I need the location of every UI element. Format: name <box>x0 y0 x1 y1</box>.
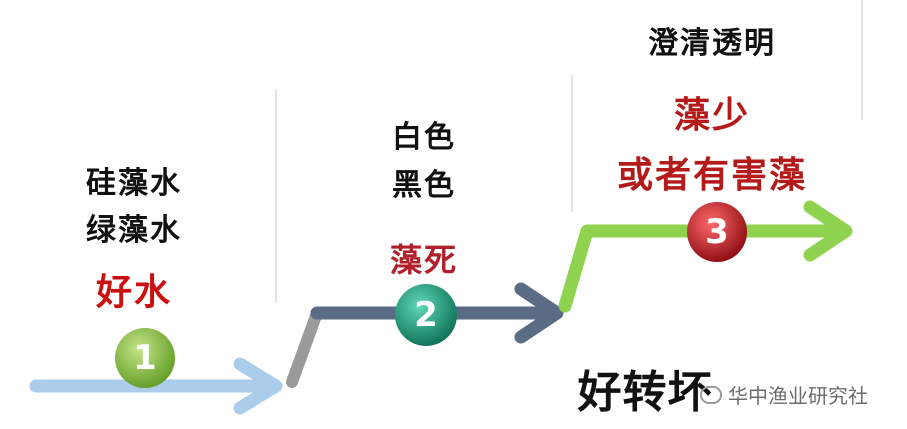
stage-2-line-1: 白色 <box>392 120 456 155</box>
stage-2-number: 2 <box>414 295 438 335</box>
stage-1-arrowhead <box>233 357 283 415</box>
stage-1-line-1: 硅藻水 <box>86 166 182 201</box>
stage-1-number: 1 <box>133 338 157 378</box>
stage-3-number: 3 <box>705 212 729 252</box>
stage-1-badge <box>115 328 175 388</box>
stage-2-line-2: 黑色 <box>392 168 456 203</box>
stage-3-arrow-shaft <box>558 224 845 313</box>
connector-line <box>286 307 323 388</box>
stage-1-line-2: 绿藻水 <box>86 213 182 248</box>
trend-label: 好转坏 <box>577 367 713 418</box>
watermark: 华中渔业研究社 <box>700 380 868 409</box>
stage-3-highlight-line-1: 藻少 <box>673 95 750 136</box>
wechat-icon <box>700 386 722 404</box>
stage-1-highlight: 好水 <box>95 272 172 313</box>
stage-3-highlight-line-2: 或者有害藻 <box>616 155 807 196</box>
stage-3-arrowhead <box>803 200 853 262</box>
stage-2-arrowhead <box>514 282 564 344</box>
stage-3-badge <box>687 202 747 262</box>
stage-3-line-1: 澄清透明 <box>648 26 776 61</box>
watermark-text: 华中渔业研究社 <box>728 384 868 408</box>
stage-2-badge <box>395 284 457 346</box>
stage-2-highlight: 藻死 <box>389 241 458 279</box>
